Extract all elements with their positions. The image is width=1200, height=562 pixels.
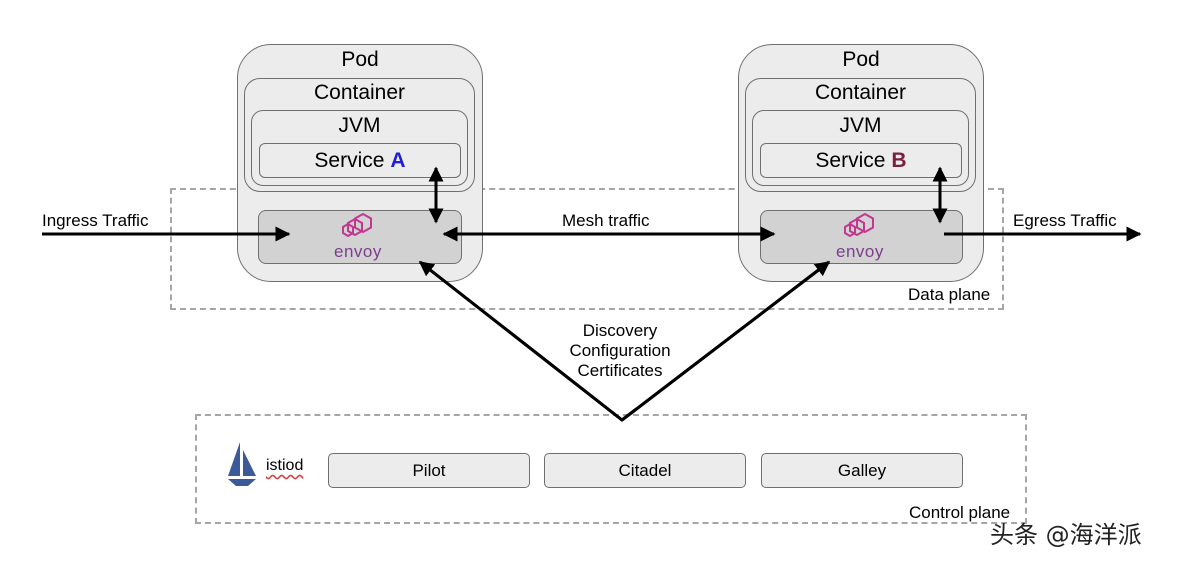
envoy-icon-b bbox=[844, 212, 874, 238]
envoy-proxy-a bbox=[258, 210, 462, 264]
service-b: Service B bbox=[760, 143, 962, 178]
ingress-traffic-label: Ingress Traffic bbox=[42, 211, 149, 230]
istiod-label: istiod bbox=[266, 457, 304, 474]
service-a: Service A bbox=[259, 143, 461, 178]
control-message-configuration: Configuration bbox=[569, 341, 671, 360]
istio-logo-icon bbox=[228, 442, 256, 486]
service-b-letter: B bbox=[891, 148, 907, 172]
data-plane-label: Data plane bbox=[908, 285, 991, 304]
control-message-certificates: Certificates bbox=[577, 361, 663, 380]
jvm-b-label: JVM bbox=[839, 114, 882, 137]
citadel-box: Citadel bbox=[544, 453, 746, 488]
control-plane-label: Control plane bbox=[909, 503, 1011, 522]
pilot-box: Pilot bbox=[328, 453, 530, 488]
envoy-label-a: envoy bbox=[334, 242, 382, 261]
control-message-discovery: Discovery bbox=[582, 321, 658, 340]
control-plane-frame bbox=[195, 414, 1027, 524]
service-a-label: Service bbox=[314, 148, 385, 172]
pod-a-label: Pod bbox=[341, 48, 379, 71]
envoy-proxy-b bbox=[760, 210, 963, 264]
envoy-label-b: envoy bbox=[836, 242, 884, 261]
pod-b-label: Pod bbox=[842, 48, 880, 71]
watermark: 头条 @海洋派 bbox=[990, 521, 1142, 549]
jvm-a-label: JVM bbox=[338, 114, 381, 137]
mesh-traffic-label: Mesh traffic bbox=[562, 211, 650, 230]
service-b-label: Service bbox=[815, 148, 886, 172]
data-plane-frame bbox=[170, 188, 1004, 310]
control-to-envoy-arrows bbox=[419, 260, 830, 422]
container-b-label: Container bbox=[814, 81, 907, 104]
service-a-letter: A bbox=[390, 148, 406, 172]
envoy-icon-a bbox=[342, 212, 372, 238]
galley-box: Galley bbox=[761, 453, 963, 488]
egress-traffic-label: Egress Traffic bbox=[1013, 211, 1117, 230]
container-a-label: Container bbox=[313, 81, 406, 104]
